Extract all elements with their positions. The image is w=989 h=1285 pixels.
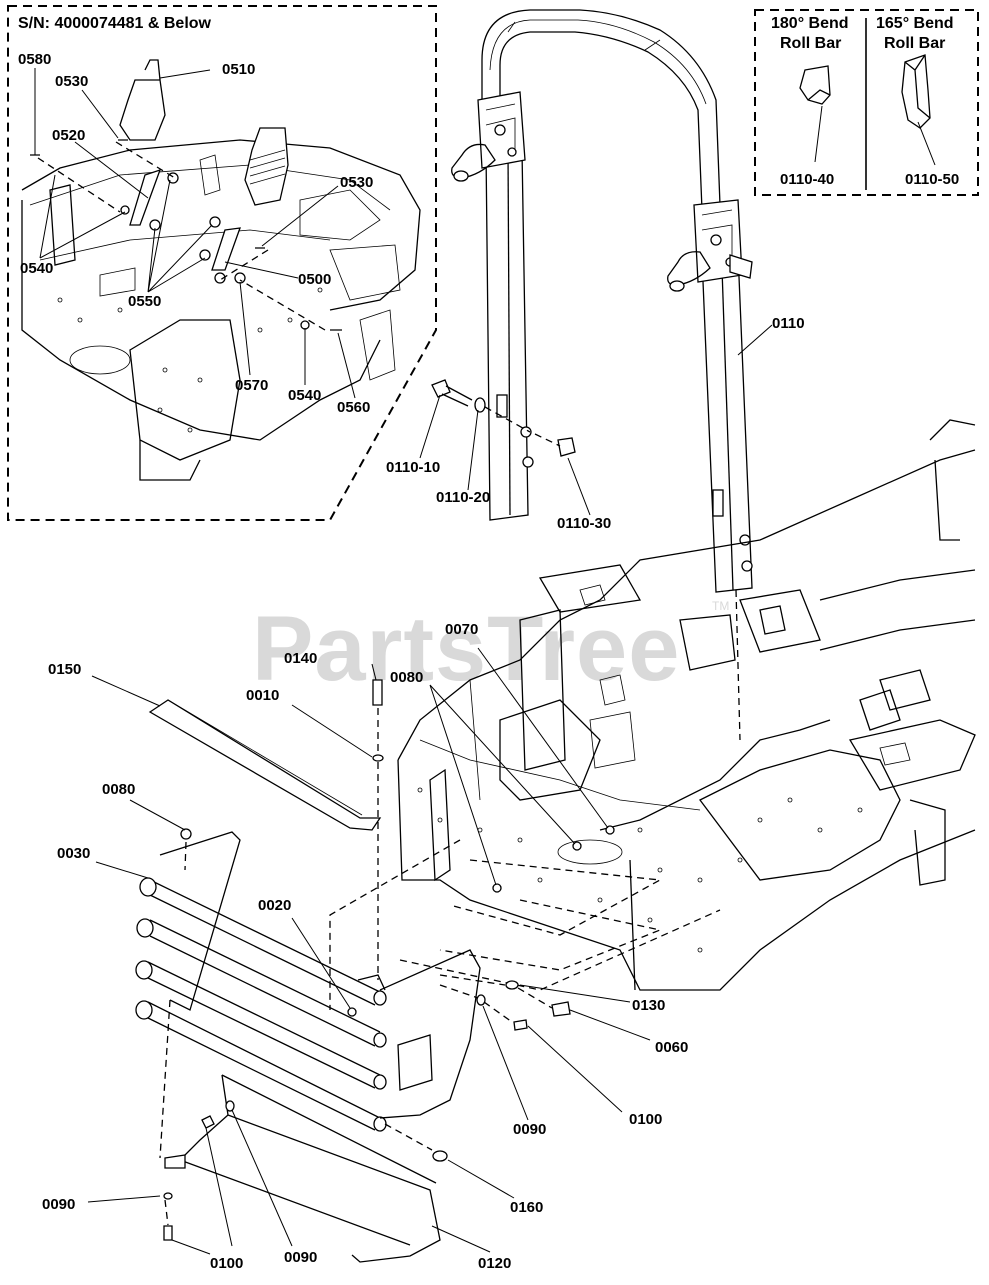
callout-0110-10: 0110-10 bbox=[386, 459, 440, 476]
callout-0540-bottom: 0540 bbox=[288, 387, 321, 404]
callout-0060: 0060 bbox=[655, 1039, 688, 1056]
callout-0150: 0150 bbox=[48, 661, 81, 678]
callout-0100-bottom: 0100 bbox=[210, 1255, 243, 1272]
callout-0140: 0140 bbox=[284, 650, 317, 667]
rollbar-180-title-1: 180° Bend bbox=[771, 15, 849, 32]
callout-0070: 0070 bbox=[445, 621, 478, 638]
watermark-tm: TM bbox=[712, 599, 729, 613]
callout-0570: 0570 bbox=[235, 377, 268, 394]
callout-0500: 0500 bbox=[298, 271, 331, 288]
callout-0090-right: 0090 bbox=[513, 1121, 546, 1138]
rollbar-165-title-1: 165° Bend bbox=[876, 15, 954, 32]
callout-0580: 0580 bbox=[18, 51, 51, 68]
main-callouts: 0110 0110-10 0110-20 0110-30 0150 0140 0… bbox=[42, 315, 805, 1272]
callout-0110-50: 0110-50 bbox=[905, 171, 959, 188]
inset-leaders bbox=[34, 68, 356, 399]
inset-border bbox=[7, 5, 437, 521]
callout-0130: 0130 bbox=[632, 997, 665, 1014]
lower-assembly-drawing bbox=[135, 679, 571, 1263]
callout-0030: 0030 bbox=[57, 845, 90, 862]
inset-frame-drawing bbox=[21, 59, 421, 481]
callout-0100-right: 0100 bbox=[629, 1111, 662, 1128]
watermark: PartsTree TM bbox=[252, 598, 729, 700]
callout-0530-top: 0530 bbox=[55, 73, 88, 90]
roll-bar-drawing bbox=[431, 9, 753, 741]
callout-0120: 0120 bbox=[478, 1255, 511, 1272]
callout-0110: 0110 bbox=[772, 315, 805, 332]
rollbar-leaders bbox=[419, 324, 773, 516]
rollbar-180-title-2: Roll Bar bbox=[780, 35, 841, 52]
rollbar-options-panel: 180° Bend Roll Bar 165° Bend Roll Bar 01… bbox=[754, 9, 979, 196]
callout-0550: 0550 bbox=[128, 293, 161, 310]
callout-0090-left: 0090 bbox=[42, 1196, 75, 1213]
inset-title: S/N: 4000074481 & Below bbox=[18, 15, 212, 32]
callout-0110-40: 0110-40 bbox=[780, 171, 834, 188]
callout-0090-bottom: 0090 bbox=[284, 1249, 317, 1266]
callout-0540-left: 0540 bbox=[20, 260, 53, 277]
bend-180-icon bbox=[799, 65, 831, 105]
inset-panel: S/N: 4000074481 & Below bbox=[7, 5, 437, 521]
callout-0510: 0510 bbox=[222, 61, 255, 78]
callout-0520: 0520 bbox=[52, 127, 85, 144]
rollbar-hardware bbox=[431, 379, 741, 741]
main-frame-drawing bbox=[329, 419, 976, 1010]
frame-leaders bbox=[429, 647, 609, 886]
callout-0560: 0560 bbox=[337, 399, 370, 416]
bend-165-icon bbox=[901, 54, 931, 129]
callout-0080-plate: 0080 bbox=[102, 781, 135, 798]
rollbar-165-title-2: Roll Bar bbox=[884, 35, 945, 52]
watermark-text: PartsTree bbox=[252, 598, 680, 700]
callout-0110-20: 0110-20 bbox=[436, 489, 490, 506]
callout-0160: 0160 bbox=[510, 1199, 543, 1216]
callout-0530-right: 0530 bbox=[340, 174, 373, 191]
callout-0110-30: 0110-30 bbox=[557, 515, 611, 532]
inset-callouts: 0580 0530 0510 0520 0530 0540 0550 0500 … bbox=[18, 51, 373, 416]
callout-0010: 0010 bbox=[246, 687, 279, 704]
callout-0080-frame: 0080 bbox=[390, 669, 423, 686]
callout-0020: 0020 bbox=[258, 897, 291, 914]
lower-leaders bbox=[87, 663, 651, 1255]
rollbar-options-border bbox=[754, 9, 979, 196]
